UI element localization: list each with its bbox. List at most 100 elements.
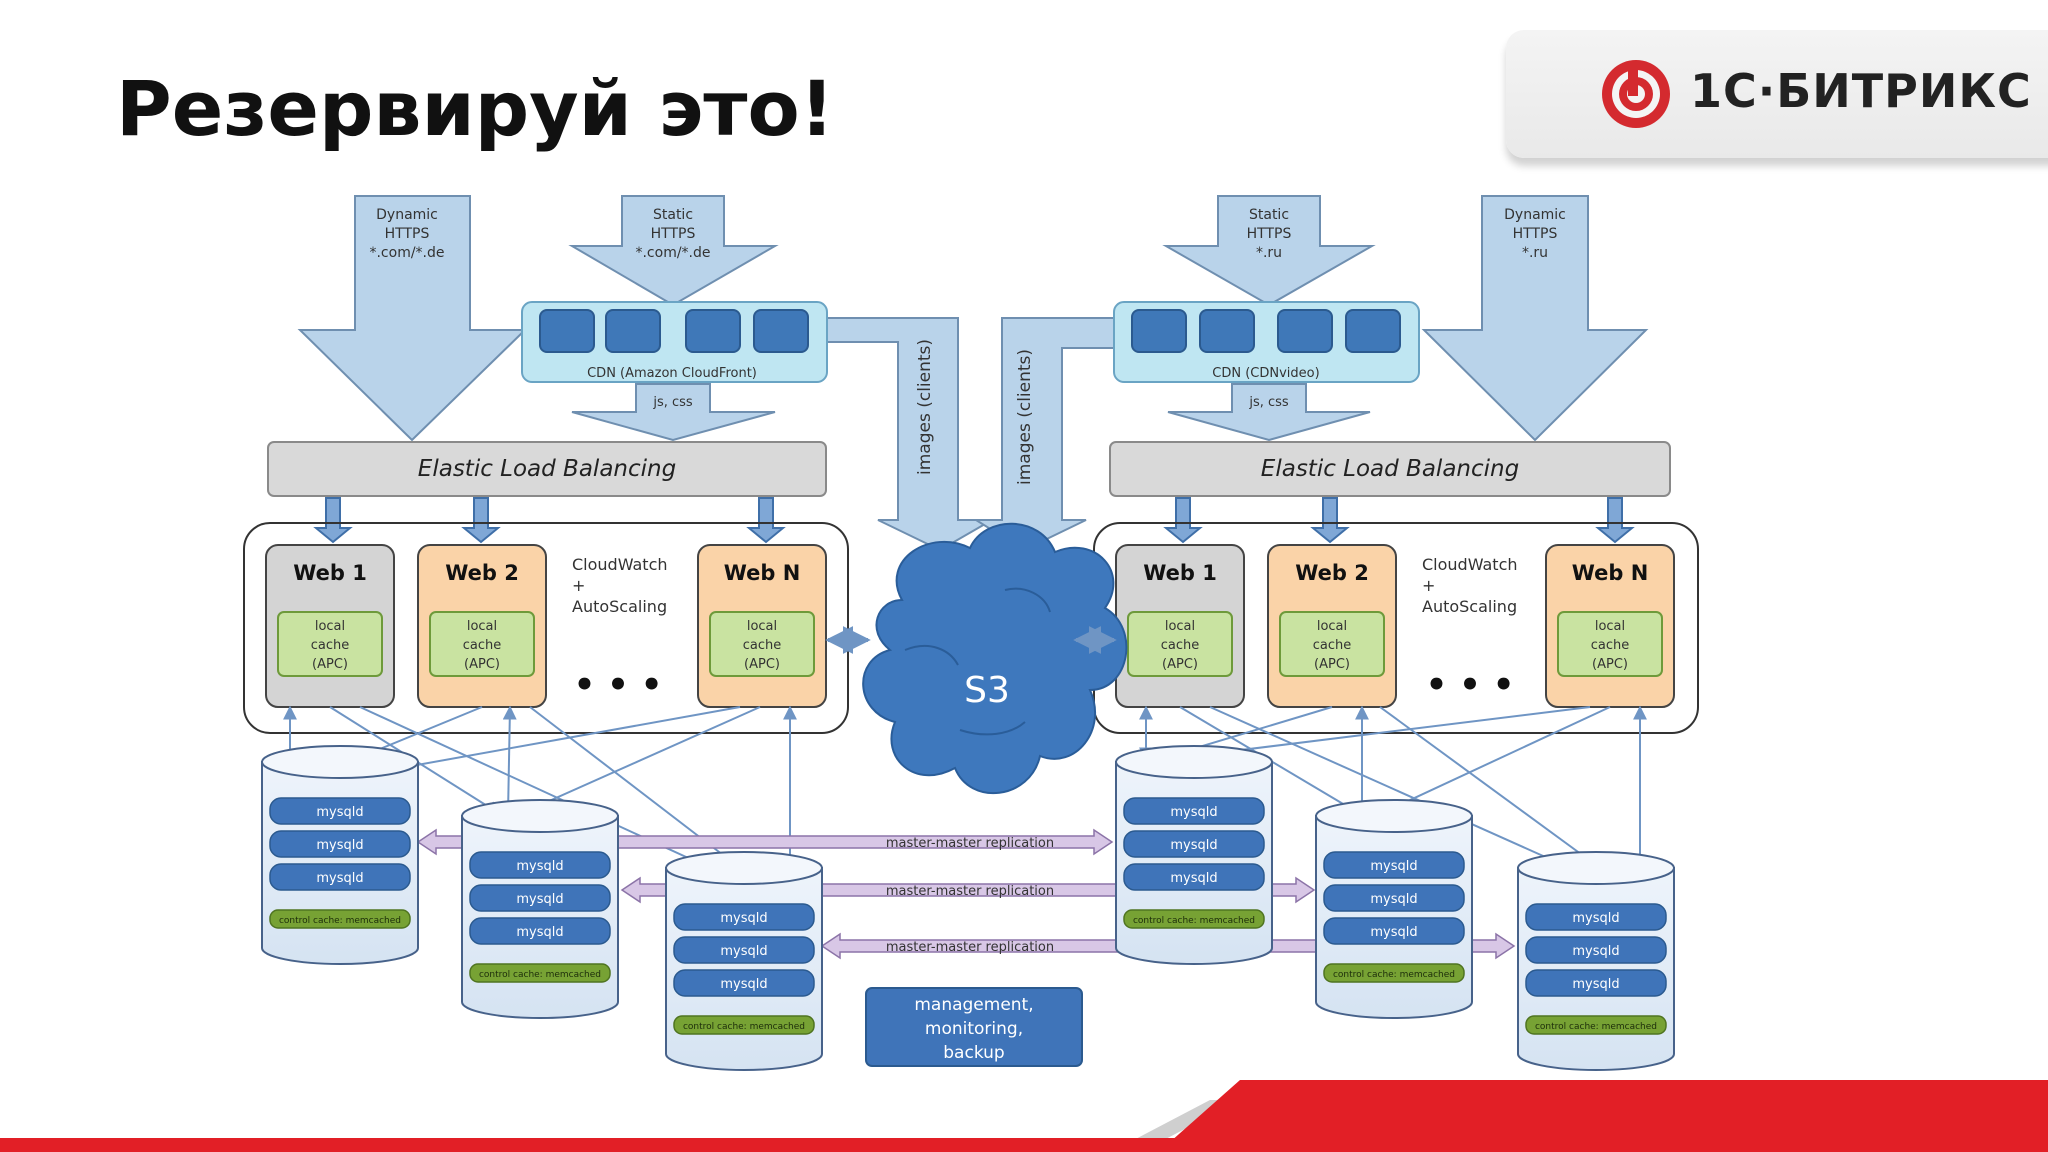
- cache-label-line3: (APC): [464, 657, 500, 672]
- left-dynamic-line1: Dynamic: [376, 207, 438, 223]
- left-static-line2: HTTPS: [651, 226, 696, 242]
- left-dynamic-line2: HTTPS: [385, 226, 430, 242]
- s3-cloud: S3: [862, 522, 1128, 795]
- right-static-line1: Static: [1249, 207, 1289, 223]
- left-region: Dynamic HTTPS *.com/*.de Static HTTPS *.…: [243, 195, 996, 734]
- left-elb-label: Elastic Load Balancing: [418, 456, 676, 482]
- right-region: Static HTTPS *.ru Dynamic HTTPS *.ru ima…: [972, 195, 1699, 734]
- mysql-label: mysqld: [1572, 944, 1619, 959]
- mysql-label: mysqld: [720, 977, 767, 992]
- cache-label-line3: (APC): [1314, 657, 1350, 672]
- right-elb-web-arrows: [1163, 497, 1635, 544]
- left-dynamic-line3: *.com/*.de: [369, 245, 444, 261]
- mysql-disk: [1323, 917, 1465, 945]
- right-web-2: Web 2 local cache (APC): [1267, 544, 1397, 708]
- memcache-label: control cache: memcached: [279, 916, 401, 926]
- mysql-label: mysqld: [316, 871, 363, 886]
- left-web-n-label: Web N: [724, 561, 801, 585]
- cache-label-line2: cache: [463, 638, 502, 653]
- replication-label-2: master-master replication: [886, 884, 1054, 899]
- memcache-disk: [1123, 909, 1265, 929]
- right-images-label: images (clients): [1015, 349, 1035, 485]
- right-ellipsis: • • •: [1426, 665, 1515, 705]
- cache-label-line2: cache: [1313, 638, 1352, 653]
- right-elb-label: Elastic Load Balancing: [1261, 456, 1519, 482]
- mysql-label: mysqld: [1170, 838, 1217, 853]
- right-static-line2: HTTPS: [1247, 226, 1292, 242]
- management-line3: backup: [943, 1043, 1004, 1063]
- mysql-label: mysqld: [1370, 892, 1417, 907]
- left-cloudwatch-line3: AutoScaling: [572, 597, 667, 616]
- left-cdn: CDN (Amazon CloudFront): [521, 301, 828, 383]
- memcache-label: control cache: memcached: [1133, 916, 1255, 926]
- right-web-1-label: Web 1: [1143, 561, 1217, 585]
- left-web-2-label: Web 2: [445, 561, 519, 585]
- mysql-label: mysqld: [516, 925, 563, 940]
- database-cylinder: mysqld mysqld mysqld control cache: memcach…: [261, 745, 419, 965]
- left-elb-web-arrows: [313, 497, 786, 544]
- mysql-disk: [673, 969, 815, 997]
- cache-label-line2: cache: [1161, 638, 1200, 653]
- mysql-disk: [1323, 884, 1465, 912]
- memcache-label: control cache: memcached: [1333, 970, 1455, 980]
- cache-label-line2: cache: [1591, 638, 1630, 653]
- left-web-1-label: Web 1: [293, 561, 367, 585]
- right-static-line3: *.ru: [1256, 245, 1282, 261]
- cache-label-line1: local: [1165, 619, 1195, 634]
- right-cloudwatch-line2: +: [1422, 576, 1435, 595]
- management-line2: monitoring,: [925, 1019, 1023, 1039]
- mysql-label: mysqld: [316, 805, 363, 820]
- right-elb: Elastic Load Balancing: [1109, 441, 1671, 497]
- mysql-disk: [269, 863, 411, 891]
- cache-label-line3: (APC): [1162, 657, 1198, 672]
- cache-label-line3: (APC): [744, 657, 780, 672]
- right-dynamic-line2: HTTPS: [1513, 226, 1558, 242]
- database-cylinders: mysqld mysqld mysqld control cache: memcach…: [261, 745, 1675, 1071]
- cache-label-line3: (APC): [312, 657, 348, 672]
- left-ellipsis: • • •: [574, 665, 663, 705]
- right-dynamic-line3: *.ru: [1522, 245, 1548, 261]
- mysql-label: mysqld: [720, 911, 767, 926]
- mysql-disk: [1525, 936, 1667, 964]
- left-jscss-arrow: js, css: [571, 383, 776, 442]
- cache-label-line1: local: [1595, 619, 1625, 634]
- s3-label: S3: [964, 670, 1010, 711]
- mysql-label: mysqld: [316, 838, 363, 853]
- mysql-label: mysqld: [1370, 925, 1417, 940]
- cache-label-line1: local: [315, 619, 345, 634]
- memcache-disk: [269, 909, 411, 929]
- right-static-arrow: Static HTTPS *.ru: [1162, 195, 1376, 307]
- mysql-label: mysqld: [516, 892, 563, 907]
- mysql-disk: [469, 851, 611, 879]
- right-images-arrow: images (clients): [972, 317, 1117, 552]
- mysql-disk: [1525, 969, 1667, 997]
- brand-logo: 1С·БИТРИКС: [1506, 30, 2048, 158]
- mysql-disk: [269, 797, 411, 825]
- left-images-label: images (clients): [915, 339, 935, 475]
- left-cloudwatch-line2: +: [572, 576, 585, 595]
- left-dynamic-arrow: Dynamic HTTPS *.com/*.de: [297, 195, 528, 442]
- mysql-label: mysqld: [1370, 859, 1417, 874]
- logo-text: 1С·БИТРИКС: [1690, 64, 2032, 118]
- mysql-disk: [1123, 830, 1265, 858]
- mysql-label: mysqld: [516, 859, 563, 874]
- left-jscss-label: js, css: [652, 395, 693, 410]
- right-cloudwatch-line3: AutoScaling: [1422, 597, 1517, 616]
- memcache-label: control cache: memcached: [1535, 1022, 1657, 1032]
- mysql-disk: [469, 917, 611, 945]
- replication-label-1: master-master replication: [886, 836, 1054, 851]
- memcache-disk: [1525, 1015, 1667, 1035]
- right-web-n-label: Web N: [1572, 561, 1649, 585]
- memcache-disk: [469, 963, 611, 983]
- mysql-disk: [1123, 797, 1265, 825]
- left-elb: Elastic Load Balancing: [267, 441, 827, 497]
- replication-label-3: master-master replication: [886, 940, 1054, 955]
- database-cylinder: mysqld mysqld mysqld control cache: memcach…: [1315, 799, 1473, 1019]
- memcache-disk: [673, 1015, 815, 1035]
- cache-label-line1: local: [747, 619, 777, 634]
- memcache-label: control cache: memcached: [479, 970, 601, 980]
- left-static-line1: Static: [653, 207, 693, 223]
